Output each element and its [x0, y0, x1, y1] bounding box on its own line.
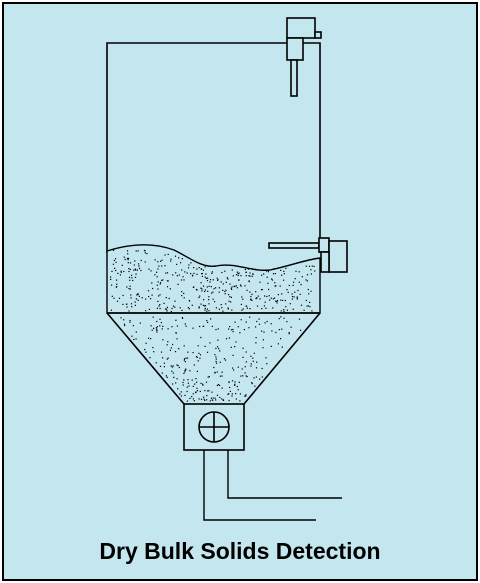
probe-level-sensor-icon [286, 17, 322, 97]
side-mounted-level-sensor-icon [268, 237, 348, 273]
bulk-particles [110, 249, 316, 402]
silo [106, 42, 321, 405]
diagram-caption: Dry Bulk Solids Detection [99, 538, 381, 564]
silo-walls [106, 42, 321, 253]
bulk-material-upper [106, 244, 321, 314]
rotary-valve-icon [183, 403, 245, 451]
hopper-cone [106, 312, 321, 405]
discharge-lines [203, 450, 342, 521]
bulk-silo-diagram [106, 17, 348, 521]
